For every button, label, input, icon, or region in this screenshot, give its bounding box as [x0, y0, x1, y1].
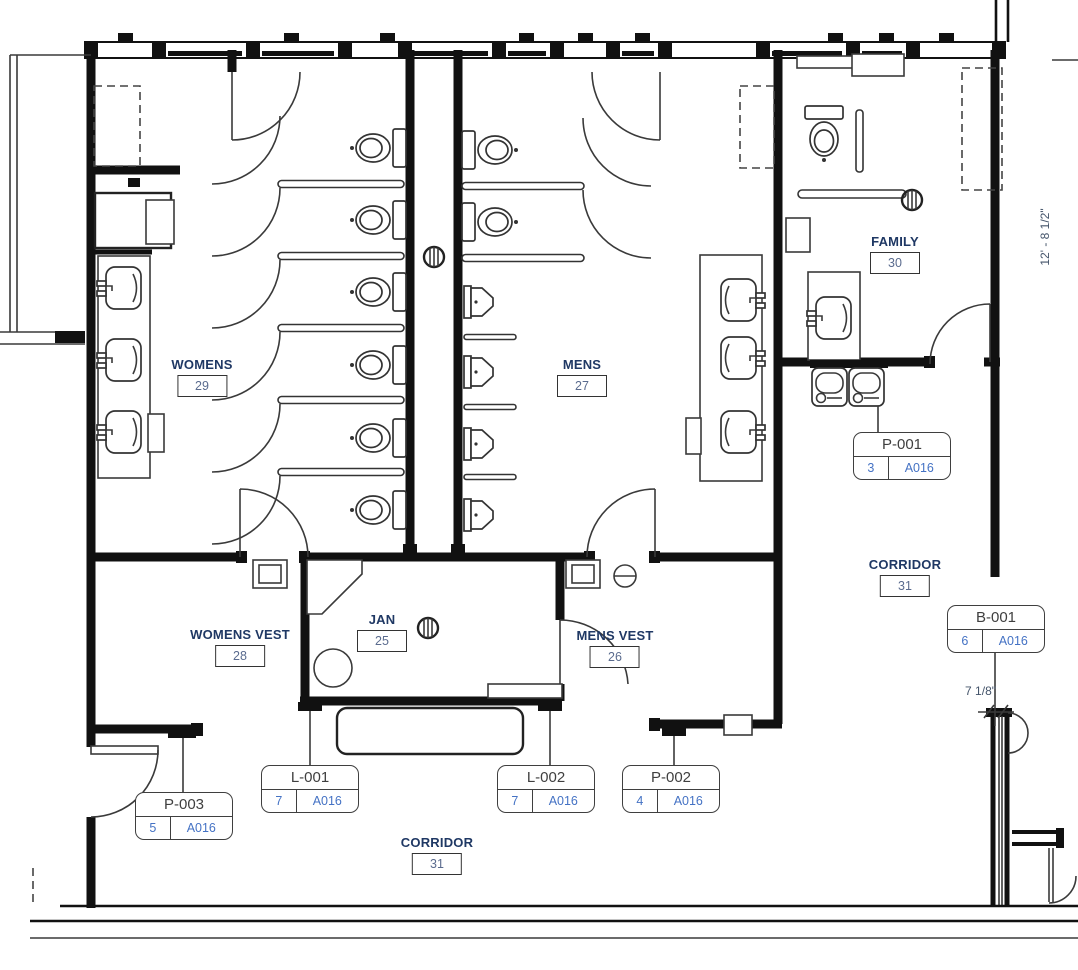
jan-fixtures [306, 559, 563, 699]
room-label-jan: JAN 25 [357, 612, 407, 652]
room-label-womens: WOMENS 29 [171, 357, 232, 397]
room-label-mens: MENS 27 [557, 357, 607, 397]
dimension-marks [978, 704, 1014, 719]
bench [335, 706, 525, 756]
bottom-corridor-wall [30, 868, 1078, 939]
room-number-box: 27 [557, 375, 607, 397]
keynote-tag-p001: P-001 3 A016 [853, 432, 951, 480]
room-name: MENS VEST [576, 628, 654, 643]
keynote-tag-b001: B-001 6 A016 [947, 605, 1045, 653]
family-fixtures [785, 53, 1003, 361]
room-number-box: 31 [411, 853, 462, 875]
drinking-fountains [810, 360, 888, 407]
dimension-vertical: 12' - 8 1/2" [1038, 208, 1052, 266]
room-name: FAMILY [871, 234, 919, 249]
room-number-box: 25 [357, 630, 407, 652]
bottom-right-walls [986, 708, 1077, 907]
room-number-box: 28 [215, 645, 265, 667]
interior-walls [0, 50, 1000, 908]
room-label-family: FAMILY 30 [870, 234, 920, 274]
corridor-fixtures [168, 559, 753, 756]
room-label-corridor-bottom: CORRIDOR 31 [401, 835, 473, 875]
keynote-tag-l002: L-002 7 A016 [497, 765, 595, 813]
keynote-tag-p003: P-003 5 A016 [135, 792, 233, 840]
room-name: WOMENS [171, 357, 233, 372]
room-number-box: 26 [590, 646, 640, 668]
leader-lines [182, 406, 996, 792]
keynote-tag-p002: P-002 4 A016 [622, 765, 720, 813]
room-label-mens-vest: MENS VEST 26 [577, 628, 654, 668]
dimension-wall-offset: 7 1/8" [965, 684, 996, 698]
room-label-corridor-right: CORRIDOR 31 [869, 557, 941, 597]
mens-fixtures [461, 85, 775, 532]
doors [90, 71, 991, 818]
room-name: CORRIDOR [868, 557, 942, 572]
room-name: CORRIDOR [400, 835, 474, 850]
room-number-box: 29 [177, 375, 227, 397]
room-name: JAN [368, 612, 396, 627]
womens-fixtures [93, 85, 407, 530]
room-number-box: 31 [879, 575, 930, 597]
room-name: MENS [562, 357, 602, 372]
keynote-tag-l001: L-001 7 A016 [261, 765, 359, 813]
room-number-box: 30 [870, 252, 920, 274]
room-label-womens-vest: WOMENS VEST 28 [190, 627, 290, 667]
room-name: WOMENS VEST [190, 627, 290, 642]
